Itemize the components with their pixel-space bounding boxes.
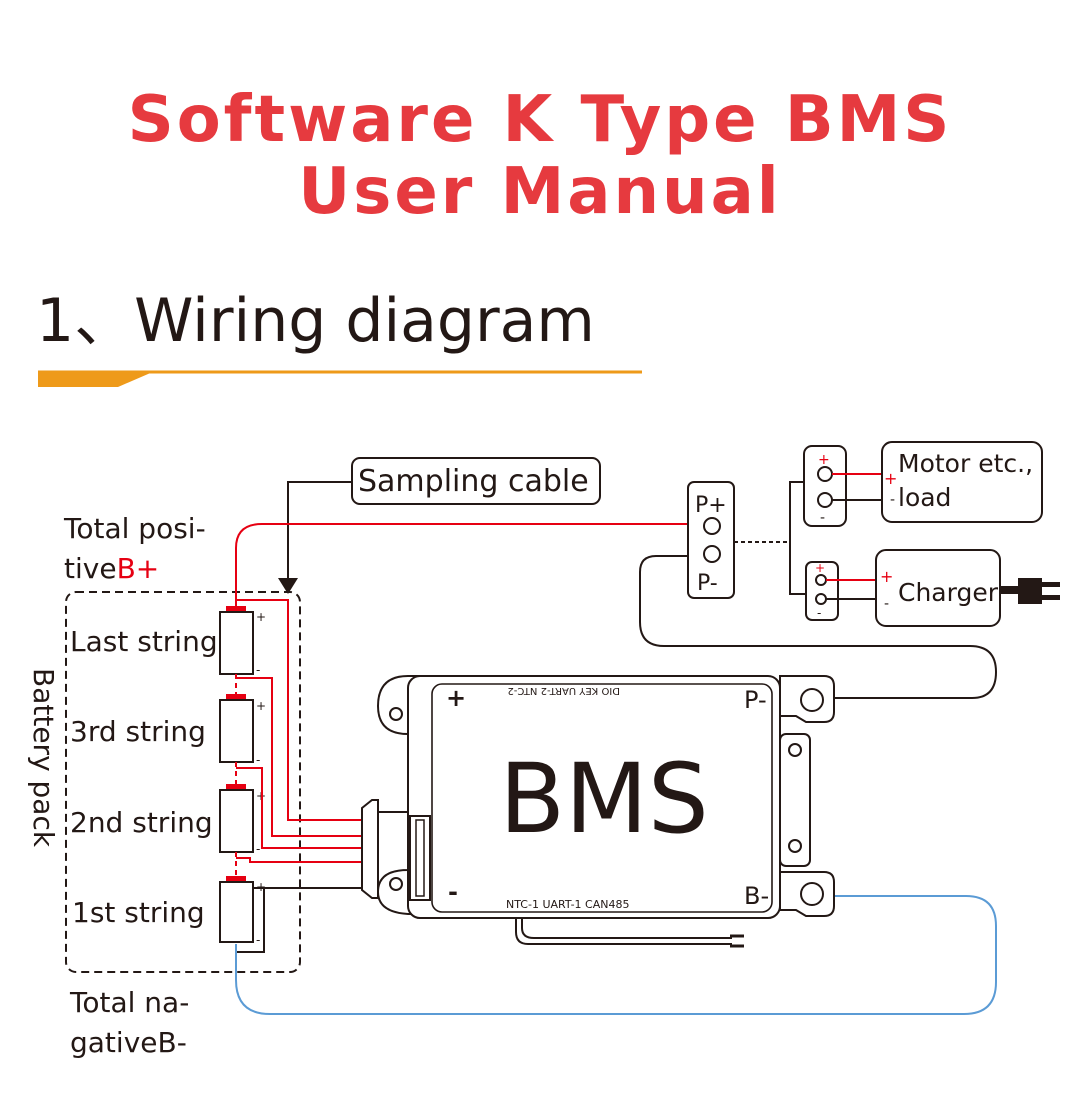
output-p-plus-label: P+ — [695, 493, 727, 518]
sampling-arrow-head — [278, 578, 298, 594]
battery-pack-label: Battery pack — [27, 668, 60, 848]
battery-cell-1st — [219, 876, 254, 943]
bms-bottom-ports: NTC-1 UART-1 CAN485 — [506, 898, 629, 911]
bms-label: BMS — [499, 743, 709, 855]
string-label-1st: 1st string — [72, 896, 205, 929]
motor-load-box — [881, 441, 1043, 523]
total-positive-prefix: tive — [64, 552, 117, 585]
sampling-wires — [236, 599, 362, 863]
cell-plus-mark: + — [256, 699, 266, 713]
output-p-minus-socket — [703, 545, 721, 563]
title-line-2: User Manual — [298, 155, 782, 229]
motor-load-label-line2: load — [898, 483, 951, 512]
bms-top-ports: DIO KEY UART-2 NTC-2 — [507, 685, 620, 696]
output-p-minus-label: P- — [697, 571, 718, 596]
temperature-probe — [515, 918, 744, 948]
total-negative-wire — [235, 895, 997, 1015]
charger-plus: + — [880, 567, 893, 586]
charger-connector-minus: - — [817, 606, 821, 620]
motor-load-plus: + — [884, 469, 897, 488]
negative-sampling-wire — [236, 887, 265, 953]
sampling-cable-label: Sampling cable — [358, 464, 589, 499]
motor-load-label-line1: Motor etc., — [898, 449, 1033, 478]
total-positive-wire — [235, 523, 702, 606]
bms-board — [376, 675, 811, 919]
section-heading: 1、Wiring diagram — [36, 286, 595, 356]
charger-minus: - — [884, 596, 889, 612]
title-line-1: Software K Type BMS — [127, 83, 953, 157]
total-negative-label-line2: gativeB- — [70, 1026, 187, 1059]
cell-minus-mark: - — [256, 753, 260, 767]
power-plug-icon — [1000, 578, 1060, 604]
battery-cell-3rd — [219, 694, 254, 763]
bms-p-minus-label: P- — [744, 686, 767, 714]
total-negative-label-line1: Total na- — [69, 986, 189, 1019]
cell-minus-mark: - — [256, 933, 260, 947]
p-minus-terminal — [779, 675, 835, 723]
p-minus-wire — [639, 555, 998, 699]
total-positive-b-plus: B+ — [117, 552, 160, 585]
bms-plus-mark: + — [446, 684, 466, 712]
charger-connector-plus: + — [815, 561, 825, 575]
string-label-2nd: 2nd string — [70, 806, 213, 839]
bms-b-minus-label: B- — [744, 882, 769, 910]
sampling-cable-pointer — [287, 481, 352, 582]
charger-connector — [805, 561, 878, 621]
total-positive-label-line2: tiveB+ — [64, 552, 159, 585]
battery-cell-last — [219, 606, 254, 675]
string-label-last: Last string — [70, 625, 218, 658]
load-connector-plus: + — [818, 452, 830, 468]
battery-cell-2nd — [219, 784, 254, 853]
cell-minus-mark: - — [256, 663, 260, 677]
cell-plus-mark: + — [256, 610, 266, 624]
string-label-3rd: 3rd string — [70, 715, 206, 748]
charger-label: Charger — [898, 578, 999, 607]
load-connector-minus: - — [820, 510, 825, 526]
b-minus-terminal — [779, 871, 835, 917]
motor-load-minus: - — [890, 492, 895, 508]
bms-minus-mark: - — [448, 878, 458, 906]
output-p-plus-socket — [703, 517, 721, 535]
battery-pack-outline — [65, 591, 301, 973]
output-port-box — [687, 481, 735, 599]
load-connector — [803, 445, 884, 527]
heading-underline — [38, 370, 642, 387]
cell-minus-mark: - — [256, 842, 260, 856]
total-positive-label-line1: Total posi- — [63, 512, 206, 545]
output-branch — [789, 481, 806, 595]
